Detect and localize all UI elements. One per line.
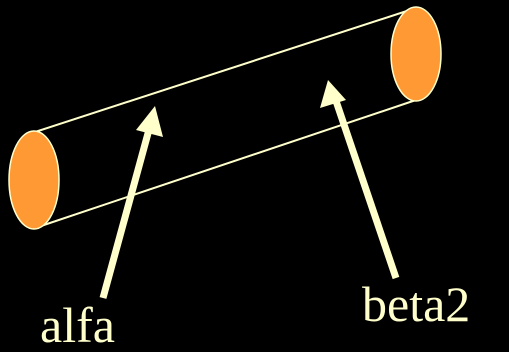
left-end-cap [8, 130, 60, 230]
beta2-arrow-head [320, 80, 346, 108]
alfa-arrow-head [136, 106, 163, 137]
label-alfa: alfa [40, 297, 115, 352]
label-beta2: beta2 [362, 276, 470, 332]
alfa-arrow-shaft [99, 125, 154, 299]
beta2-arrow-shaft [331, 96, 400, 280]
cylinder-bottom-edge [34, 99, 417, 229]
cylinder-top-edge [34, 7, 417, 133]
right-end-cap [390, 6, 442, 102]
